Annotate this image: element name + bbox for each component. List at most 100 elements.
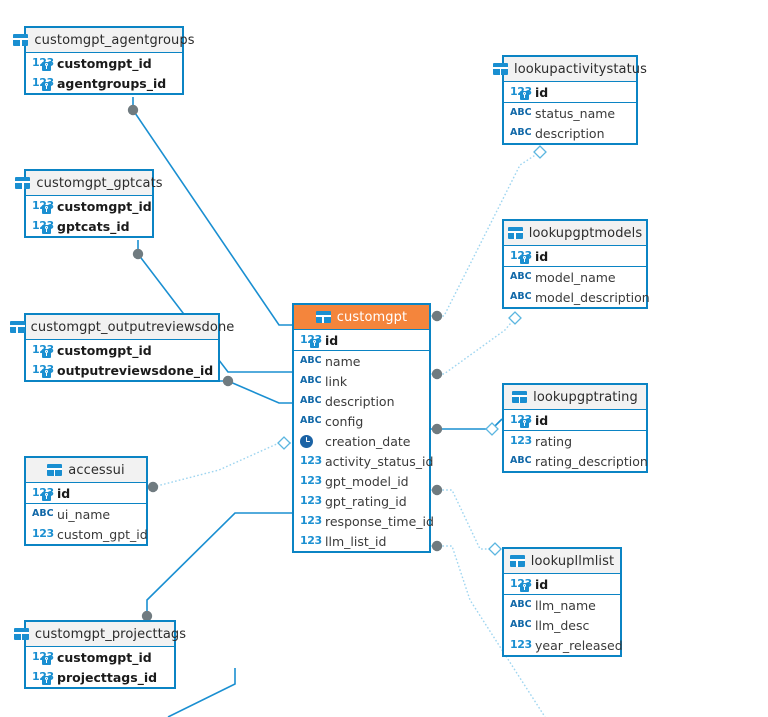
table-icon bbox=[15, 177, 31, 189]
field-row[interactable]: 123customgpt_id bbox=[26, 647, 174, 667]
field-row[interactable]: 123id bbox=[26, 483, 146, 503]
abc-text-icon: ABC bbox=[300, 395, 322, 406]
table-header[interactable]: customgpt_outputreviewsdone bbox=[9, 315, 234, 340]
numeric-icon: 123 bbox=[510, 637, 532, 651]
table-header[interactable]: accessui bbox=[26, 458, 146, 483]
numeric-icon: 123 bbox=[32, 526, 54, 540]
field-row[interactable]: 123id bbox=[504, 246, 646, 266]
edge-diamond-marker bbox=[277, 436, 291, 450]
edge-endpoint-dot[interactable] bbox=[431, 368, 443, 380]
edge-endpoint-dot[interactable] bbox=[431, 540, 443, 552]
table-header[interactable]: lookupgptmodels bbox=[504, 221, 646, 246]
field-row[interactable]: 123outputreviewsdone_id bbox=[26, 360, 218, 380]
field-row[interactable]: 123id bbox=[504, 410, 646, 430]
er-table-customgpt_gptcats[interactable]: customgpt_gptcats123customgpt_id123gptca… bbox=[15, 169, 163, 238]
edge-endpoint-dot[interactable] bbox=[147, 481, 159, 493]
edge-endpoint-dot[interactable] bbox=[222, 375, 234, 387]
relationship-edge[interactable] bbox=[146, 512, 292, 616]
field-name: outputreviewsdone_id bbox=[57, 362, 214, 378]
table-name: customgpt_projecttags bbox=[34, 626, 187, 642]
field-row[interactable]: 123id bbox=[504, 82, 636, 102]
relationship-edge[interactable] bbox=[132, 97, 292, 326]
field-row[interactable]: 123id bbox=[504, 574, 620, 594]
field-name: response_time_id bbox=[325, 513, 434, 529]
er-table-customgpt_projecttags[interactable]: customgpt_projecttags 123customgpt_id123p… bbox=[13, 620, 186, 689]
numeric-key-icon: 123 bbox=[32, 486, 54, 501]
field-name: customgpt_id bbox=[57, 342, 152, 358]
table-header[interactable]: customgpt_gptcats bbox=[15, 171, 163, 196]
relationship-edge[interactable] bbox=[431, 317, 516, 375]
table-header[interactable]: lookupllmlist bbox=[504, 549, 620, 574]
table-name: lookupllmlist bbox=[530, 553, 615, 569]
table-header[interactable]: lookupgptrating bbox=[504, 385, 646, 410]
relationship-edge[interactable] bbox=[167, 668, 236, 717]
table-header[interactable]: customgpt_agentgroups bbox=[13, 28, 194, 53]
er-table-lookupactivitystatus[interactable]: lookupactivitystatus123idABCstatus_nameA… bbox=[493, 55, 647, 145]
numeric-key-icon: 123 bbox=[32, 363, 54, 378]
field-row[interactable]: 123customgpt_id bbox=[26, 196, 152, 216]
er-table-lookupllmlist[interactable]: lookupllmlist 123idABCllm_nameABCllm_desc… bbox=[502, 547, 623, 657]
relationship-edge[interactable] bbox=[431, 418, 503, 430]
field-row[interactable]: creation_date bbox=[294, 431, 429, 451]
numeric-key-icon: 123 bbox=[510, 413, 532, 428]
field-row[interactable]: 123agentgroups_id bbox=[26, 73, 182, 93]
abc-text-icon: ABC bbox=[300, 355, 322, 366]
field-row[interactable]: 123projecttags_id bbox=[26, 667, 174, 687]
relationship-edge[interactable] bbox=[431, 489, 495, 550]
field-row[interactable]: 123customgpt_id bbox=[26, 340, 218, 360]
field-name: config bbox=[325, 413, 364, 429]
field-name: id bbox=[325, 332, 339, 348]
field-row[interactable]: 123gptcats_id bbox=[26, 216, 152, 236]
numeric-key-icon: 123 bbox=[300, 333, 322, 348]
numeric-icon: 123 bbox=[300, 533, 322, 547]
table-header[interactable]: customgpt bbox=[294, 305, 429, 330]
er-table-customgpt[interactable]: customgpt123idABCnameABClinkABCdescripti… bbox=[292, 303, 434, 553]
primary-key-section: 123id bbox=[504, 246, 646, 267]
edge-endpoint-dot[interactable] bbox=[431, 484, 443, 496]
field-row[interactable]: 123id bbox=[294, 330, 429, 350]
table-name: lookupgptmodels bbox=[528, 225, 643, 241]
edge-endpoint-dot[interactable] bbox=[127, 104, 139, 116]
field-row[interactable]: 123customgpt_id bbox=[26, 53, 182, 73]
er-table-customgpt_agentgroups[interactable]: customgpt_agentgroups123customgpt_id123a… bbox=[13, 26, 194, 95]
field-name: agentgroups_id bbox=[57, 75, 167, 91]
edge-endpoint-dot[interactable] bbox=[132, 248, 144, 260]
table-header[interactable]: lookupactivitystatus bbox=[493, 57, 647, 82]
er-table-lookupgptmodels[interactable]: lookupgptmodels 123idABCmodel_nameABCmode… bbox=[502, 219, 650, 309]
relationship-edge[interactable] bbox=[152, 442, 292, 488]
field-name: activity_status_id bbox=[325, 453, 434, 469]
abc-text-icon: ABC bbox=[510, 599, 532, 610]
table-header[interactable]: customgpt_projecttags bbox=[13, 622, 186, 647]
numeric-key-icon: 123 bbox=[32, 56, 54, 71]
edge-endpoint-dot[interactable] bbox=[431, 310, 443, 322]
er-table-lookupgptrating[interactable]: lookupgptrating123id123ratingABCrating_d… bbox=[502, 383, 648, 473]
edge-endpoint-dot[interactable] bbox=[431, 423, 443, 435]
er-table-customgpt_outputreviewsdone[interactable]: customgpt_outputreviewsdone123customgpt_… bbox=[9, 313, 234, 382]
relationship-edge[interactable] bbox=[220, 380, 292, 404]
